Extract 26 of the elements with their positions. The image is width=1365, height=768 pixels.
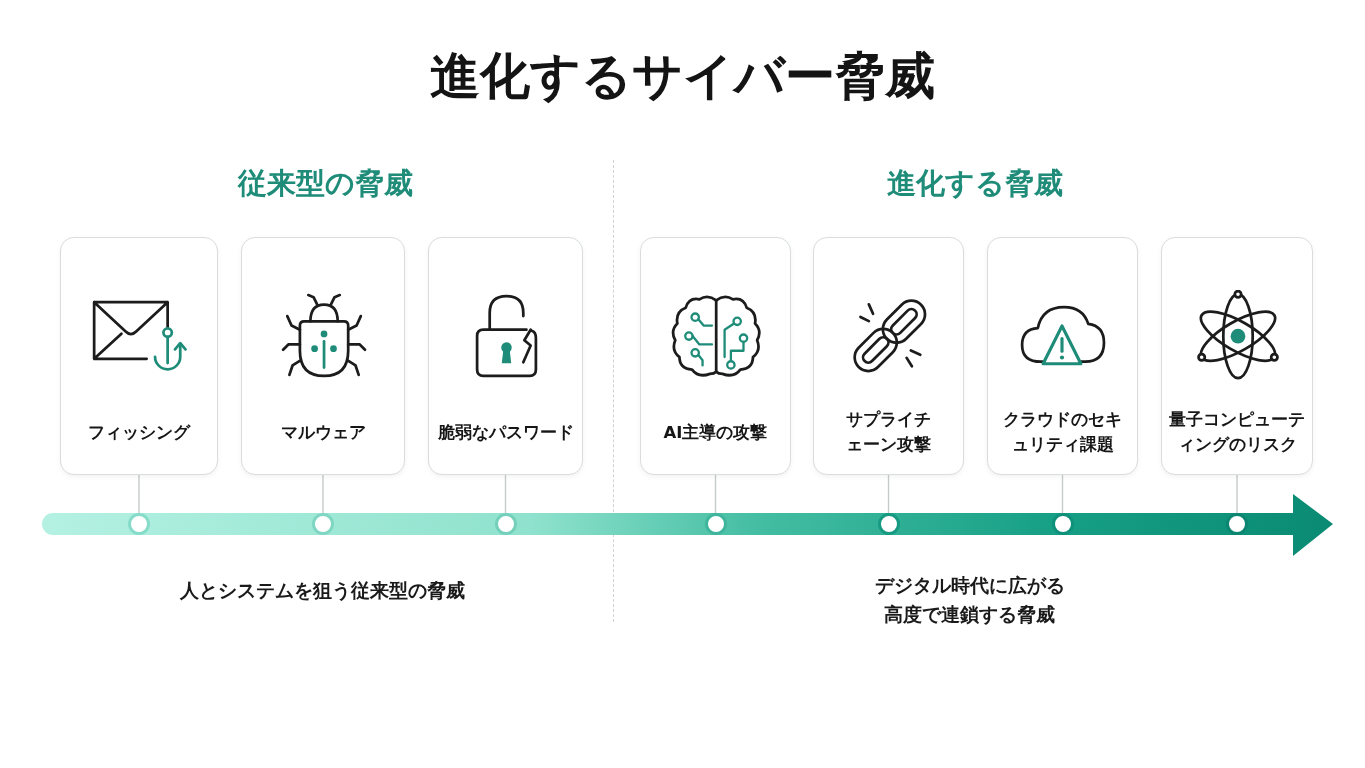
section-heading: 進化する脅威: [887, 165, 1063, 202]
section-heading: 従来型の脅威: [237, 165, 413, 202]
card-title: 量子コンピューティングのリスク: [1168, 409, 1306, 456]
connector-line: [714, 474, 717, 514]
threat-card: [640, 237, 791, 475]
card-title: サプライチェーン攻撃: [845, 409, 932, 456]
connector-line: [504, 474, 507, 514]
threat-card: [987, 237, 1138, 475]
threat-card: [813, 237, 964, 475]
connector-line: [887, 474, 890, 514]
threat-card: [428, 237, 583, 475]
card-title: 脆弱なパスワード: [437, 421, 574, 444]
card-title: マルウェア: [280, 421, 366, 444]
connector-line: [322, 474, 324, 514]
section-caption: デジタル時代に広がる高度で連鎖する脅威: [874, 573, 1066, 627]
connector-line: [138, 474, 140, 514]
title: 進化するサイバー脅威: [430, 46, 935, 106]
threat-card: [60, 237, 218, 475]
card-title: フィッシング: [88, 421, 190, 444]
card-title: AI主導の攻撃: [663, 421, 768, 444]
section-caption: 人とシステムを狙う従来型の脅威: [179, 578, 465, 603]
connector-line: [1236, 474, 1238, 514]
card-title: クラウドのセキュリティ課題: [1002, 409, 1123, 456]
threat-card: [241, 237, 405, 475]
threat-card: [1161, 237, 1313, 475]
connector-line: [1061, 474, 1064, 514]
